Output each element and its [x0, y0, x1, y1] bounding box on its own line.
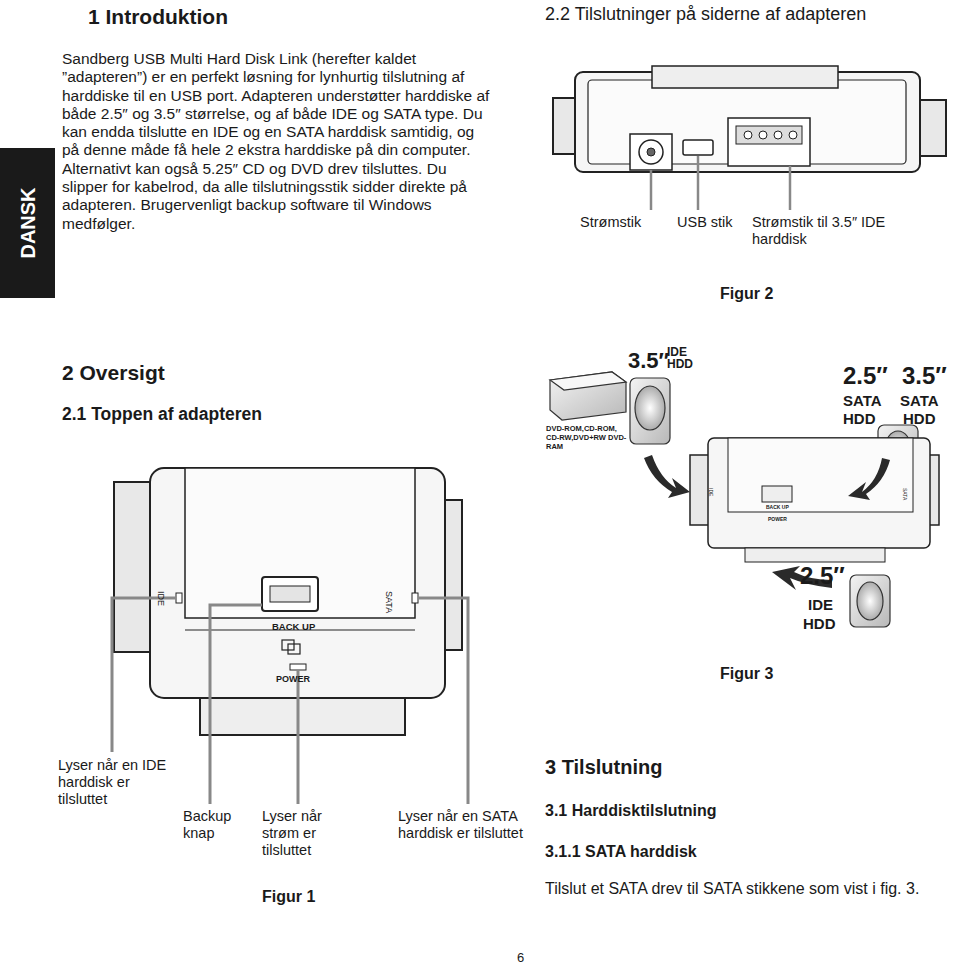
- drive-label: SATA: [843, 392, 882, 410]
- tab-label: DANSK: [16, 187, 39, 258]
- body-text: Tilslut et SATA drev til SATA stikkene s…: [545, 880, 945, 899]
- size-label: 2.5″: [843, 362, 888, 391]
- curved-arrows: [644, 455, 890, 590]
- drive-label: HDD: [803, 615, 836, 633]
- led-label: POWER: [276, 674, 310, 685]
- callout-label: Backup knap: [183, 808, 253, 842]
- size-label: 3.5″: [902, 362, 947, 391]
- small-adapter: [690, 438, 939, 562]
- section-heading: 1 Introduktion: [88, 4, 228, 29]
- callout-label: Lyser når en IDE harddisk er tilsluttet: [58, 757, 168, 808]
- leader-lines: [651, 156, 790, 210]
- callout-label: Strømstik til 3.5″ IDE harddisk: [752, 214, 892, 248]
- drive-label: HDD: [843, 410, 876, 428]
- button-label: BACK UP: [272, 621, 315, 632]
- callout-label: Strømstik: [580, 214, 641, 231]
- callout-label: Lyser når en SATA harddisk er tilsluttet: [398, 808, 523, 842]
- drive-label: IDE: [808, 596, 833, 614]
- section-heading: 2.2 Tilslutninger på siderne af adaptere…: [545, 4, 866, 26]
- section-heading: 3.1 Harddisktilslutning: [545, 801, 717, 820]
- callout-label: USB stik: [677, 214, 733, 231]
- drive-label: IDE HDD: [667, 346, 701, 370]
- adapter-side-view: [553, 66, 946, 172]
- leader-lines: [112, 598, 468, 804]
- section-heading: 3.1.1 SATA harddisk: [545, 842, 697, 861]
- port-label: IDE: [155, 591, 166, 606]
- drive-label: DVD-ROM,CD-ROM, CD-RW,DVD+RW DVD-RAM: [546, 424, 630, 451]
- language-tab: DANSK: [0, 148, 55, 298]
- led-label: POWER: [768, 516, 787, 522]
- size-label: 2.5″: [800, 562, 845, 591]
- figure-caption: Figur 2: [720, 284, 773, 303]
- drive-label: HDD: [903, 410, 936, 428]
- port-label: SATA: [383, 591, 394, 613]
- body-text: Sandberg USB Multi Hard Disk Link (heref…: [62, 50, 492, 233]
- button-label: BACK UP: [766, 504, 789, 510]
- callout-label: Lyser når strøm er tilsluttet: [262, 808, 354, 859]
- section-heading: 2 Oversigt: [62, 360, 165, 385]
- figure-caption: Figur 3: [720, 664, 773, 683]
- size-label: 3.5″: [628, 348, 669, 374]
- page-number: 6: [517, 950, 524, 966]
- adapter-top-view: [114, 468, 462, 735]
- drive-illustrations: [550, 372, 918, 627]
- figure-caption: Figur 1: [262, 887, 315, 906]
- section-heading: 2.1 Toppen af adapteren: [62, 404, 262, 425]
- drive-label: SATA: [900, 392, 939, 410]
- port-label: IDE: [708, 488, 714, 496]
- port-label: SATA: [902, 488, 908, 500]
- section-heading: 3 Tilslutning: [545, 755, 662, 779]
